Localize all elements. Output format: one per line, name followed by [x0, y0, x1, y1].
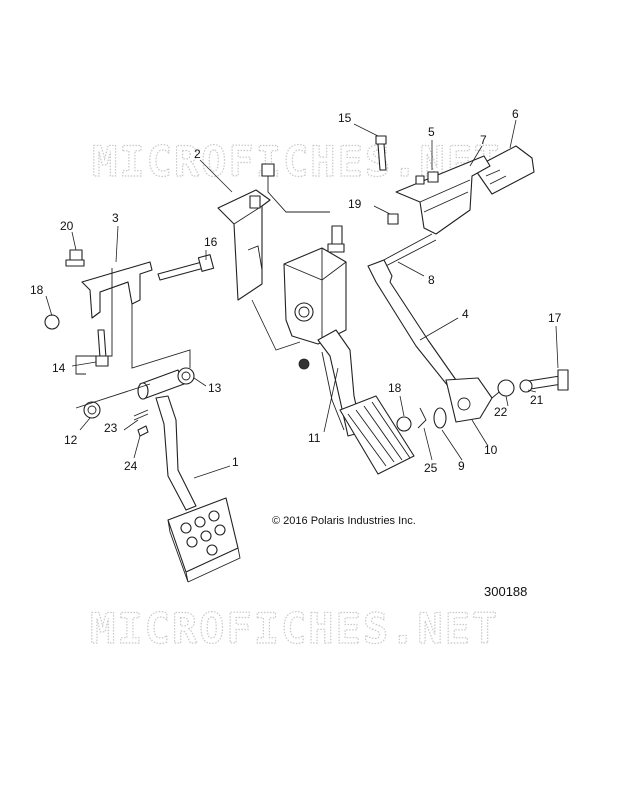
callout-20: 20	[60, 219, 74, 233]
throttle-pedal-assembly	[217, 163, 415, 475]
callout-8: 8	[428, 273, 435, 287]
callout-21: 21	[530, 393, 544, 407]
callout-4: 4	[462, 307, 469, 321]
brake-pad-studs	[180, 510, 226, 556]
callout-25: 25	[424, 461, 438, 475]
callout-7: 7	[480, 133, 487, 147]
callout-3: 3	[112, 211, 119, 225]
callout-15: 15	[338, 111, 352, 125]
callout-23: 23	[104, 421, 118, 435]
callout-13: 13	[208, 381, 222, 395]
callout-1: 1	[232, 455, 239, 469]
brake-pedal-assembly	[44, 249, 241, 583]
callout-19: 19	[348, 197, 362, 211]
callout-16: 16	[204, 235, 218, 249]
callout-labels: 1 2 3 4 5 6 7 8 9 10 11 12 13 14 15 16 1…	[30, 107, 562, 475]
callout-5: 5	[428, 125, 435, 139]
callout-9: 9	[458, 459, 465, 473]
callout-6: 6	[512, 107, 519, 121]
linkage-assembly	[367, 135, 569, 432]
copyright-notice: © 2016 Polaris Industries Inc.	[272, 515, 416, 527]
reference-number: 300188	[484, 584, 527, 599]
callout-12: 12	[64, 433, 78, 447]
callout-10: 10	[484, 443, 498, 457]
callout-11: 11	[308, 431, 321, 445]
callout-18-right: 18	[388, 381, 402, 395]
leader-lines	[45, 119, 559, 479]
callout-18-left: 18	[30, 283, 44, 297]
callout-22: 22	[494, 405, 508, 419]
callout-2: 2	[194, 147, 201, 161]
callout-17: 17	[548, 311, 562, 325]
callout-24: 24	[124, 459, 138, 473]
callout-14: 14	[52, 361, 66, 375]
watermark-bottom: MICROFICHES.NET	[90, 604, 499, 653]
